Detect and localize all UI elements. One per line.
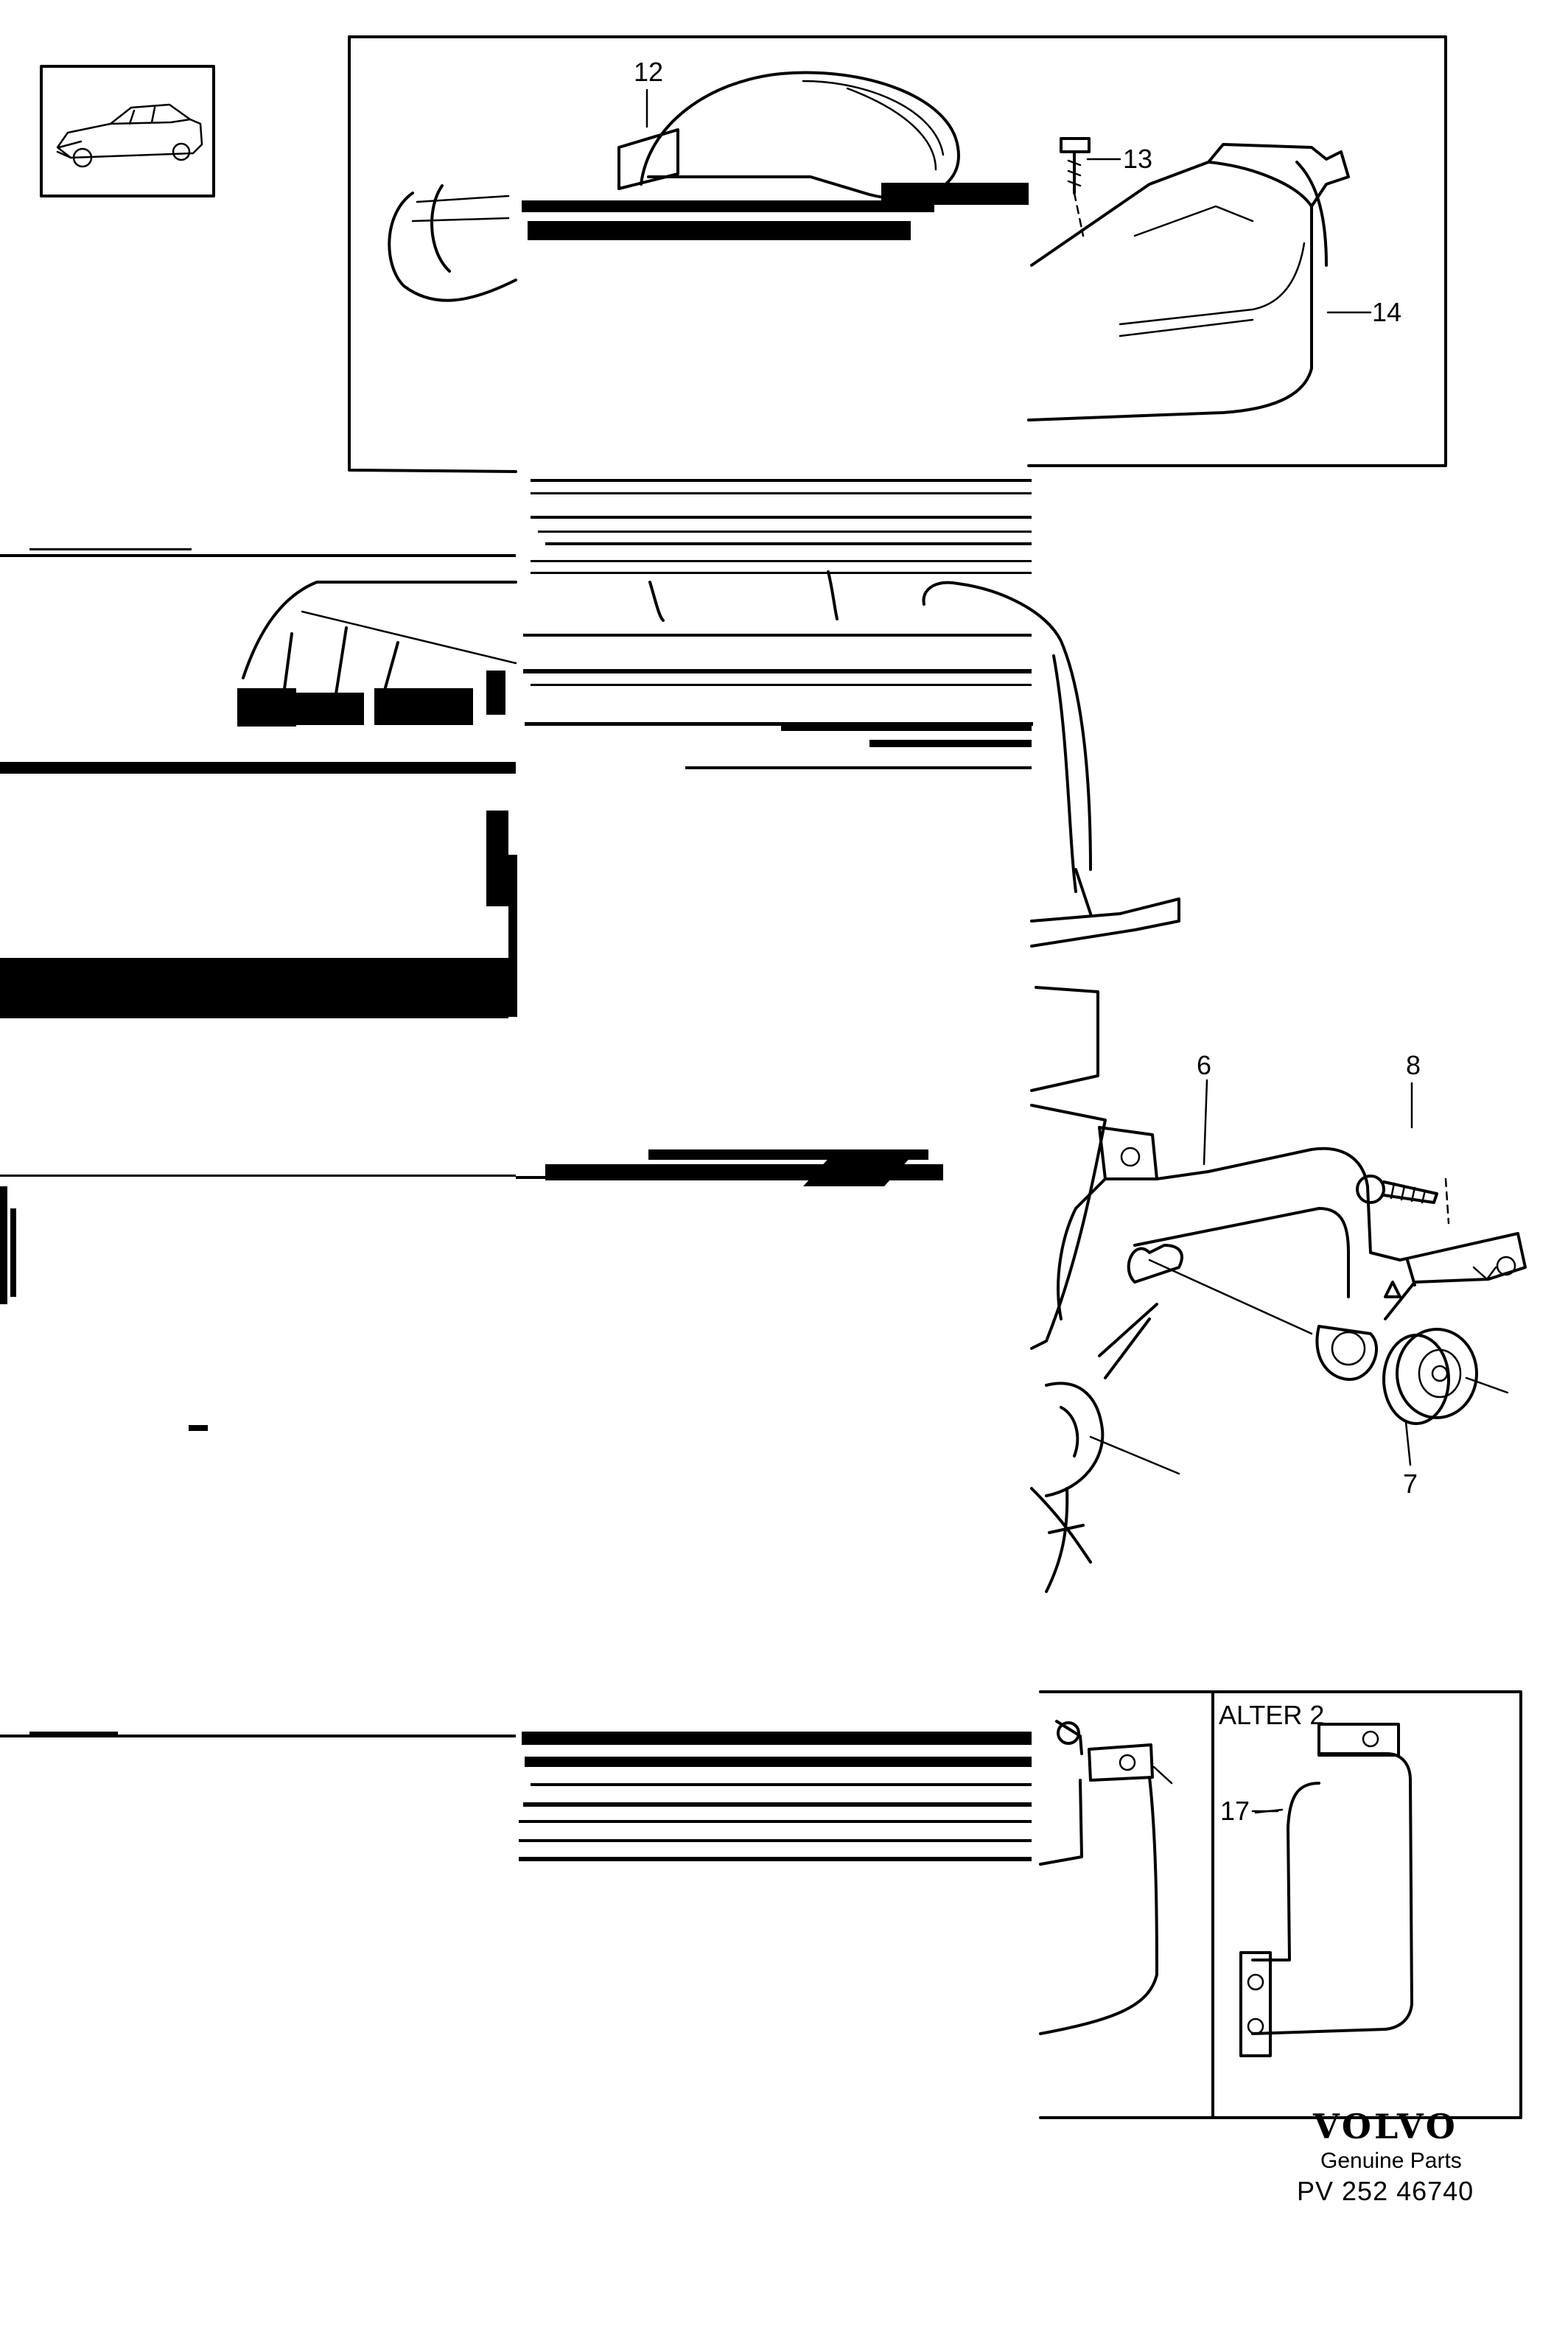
callout-17: 17 bbox=[1220, 1796, 1250, 1826]
alter-label: ALTER 2 bbox=[1219, 1700, 1324, 1730]
part-number: PV 252 46740 bbox=[1297, 2176, 1474, 2206]
callout-12: 12 bbox=[634, 57, 663, 87]
callout-8: 8 bbox=[1406, 1050, 1421, 1080]
volvo-logo: VOLVO bbox=[1312, 2107, 1458, 2146]
leader-lines bbox=[645, 88, 1413, 1813]
callout-13: 13 bbox=[1123, 144, 1152, 174]
car-thumbnail-icon bbox=[40, 65, 215, 197]
callout-14: 14 bbox=[1372, 297, 1401, 327]
main-housing bbox=[0, 479, 1180, 1861]
genuine-parts-label: Genuine Parts bbox=[1320, 2149, 1462, 2173]
callout-6: 6 bbox=[1197, 1050, 1211, 1080]
bracket-assembly bbox=[1045, 1126, 1527, 1534]
upper-inset bbox=[348, 35, 1447, 473]
callout-7: 7 bbox=[1403, 1469, 1418, 1499]
lower-inset bbox=[1039, 1690, 1522, 2119]
